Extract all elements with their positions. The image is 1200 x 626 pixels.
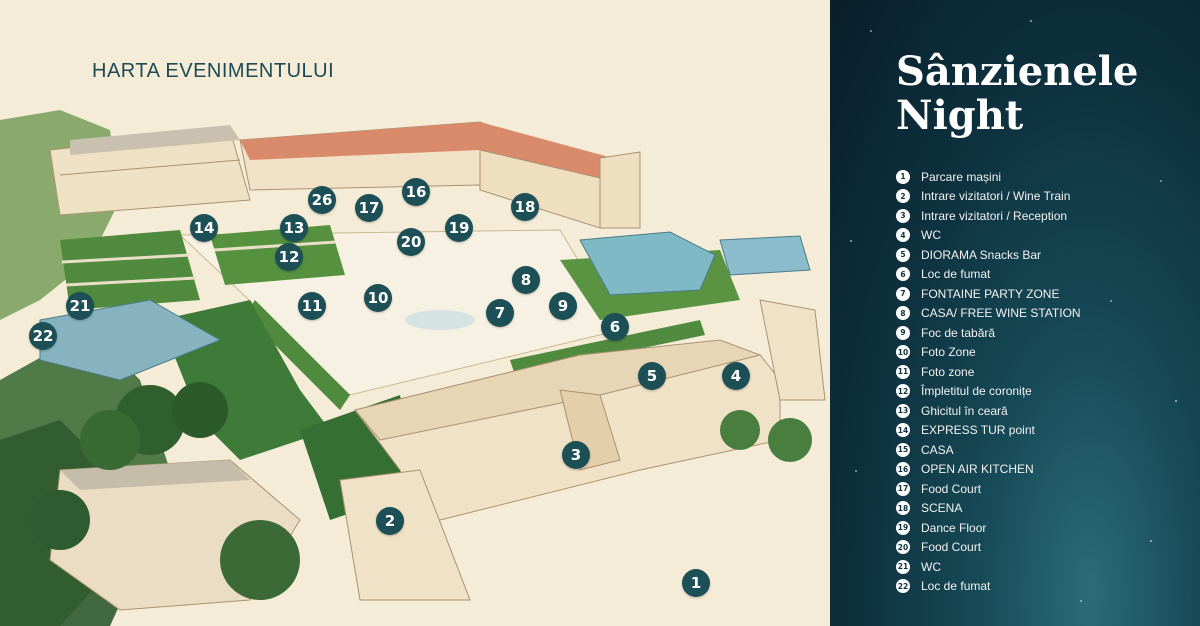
map-marker-17[interactable]: 17 — [355, 194, 383, 222]
event-title: Sânzienele Night — [896, 50, 1138, 138]
legend-number-badge: 13 — [896, 403, 910, 418]
legend-label: Foto Zone — [921, 345, 976, 360]
legend-item: 18 SCENA — [896, 499, 1081, 519]
legend-item: 8 CASA/ FREE WINE STATION — [896, 304, 1081, 324]
legend-number-badge: 9 — [896, 325, 910, 340]
legend-label: DIORAMA Snacks Bar — [921, 247, 1042, 262]
legend-item: 4 WC — [896, 226, 1081, 246]
legend-number-badge: 17 — [896, 481, 910, 496]
legend-number-badge: 16 — [896, 462, 910, 477]
legend-item: 22 Loc de fumat — [896, 577, 1081, 597]
legend-label: SCENA — [921, 501, 963, 516]
legend-number-badge: 18 — [896, 501, 910, 516]
map-title: HARTA EVENIMENTULUI — [92, 60, 335, 82]
legend-item: 3 Intrare vizitatori / Reception — [896, 206, 1081, 226]
legend-number-badge: 3 — [896, 208, 910, 223]
legend-item: 9 Foc de tabără — [896, 323, 1081, 343]
legend-label: Loc de fumat — [921, 579, 991, 594]
map-marker-1[interactable]: 1 — [682, 569, 710, 597]
legend-label: Împletitul de coronițe — [921, 384, 1032, 399]
legend-label: CASA — [921, 442, 954, 457]
map-marker-10[interactable]: 10 — [364, 284, 392, 312]
legend-number-badge: 21 — [896, 559, 910, 574]
legend-item: 15 CASA — [896, 440, 1081, 460]
legend-list: 1 Parcare mașini 2 Intrare vizitatori / Win… — [896, 167, 1081, 596]
legend-label: EXPRESS TUR point — [921, 423, 1035, 438]
legend-label: WC — [921, 559, 941, 574]
map-marker-14[interactable]: 14 — [190, 214, 218, 242]
legend-label: Loc de fumat — [921, 267, 991, 282]
legend-number-badge: 2 — [896, 189, 910, 204]
legend-number-badge: 22 — [896, 579, 910, 594]
event-title-line2: Night — [896, 92, 1024, 139]
map-marker-13[interactable]: 13 — [280, 214, 308, 242]
event-title-line1: Sânzienele — [896, 48, 1139, 95]
legend-number-badge: 12 — [896, 384, 910, 399]
map-marker-19[interactable]: 19 — [445, 214, 473, 242]
legend-label: Foto zone — [921, 364, 975, 379]
map-marker-2[interactable]: 2 — [376, 507, 404, 535]
map-marker-3[interactable]: 3 — [562, 441, 590, 469]
legend-number-badge: 8 — [896, 306, 910, 321]
legend-number-badge: 15 — [896, 442, 910, 457]
legend-number-badge: 5 — [896, 247, 910, 262]
legend-label: Food Court — [921, 540, 982, 555]
legend-item: 7 FONTAINE PARTY ZONE — [896, 284, 1081, 304]
legend-label: Intrare vizitatori / Reception — [921, 208, 1068, 223]
legend-item: 6 Loc de fumat — [896, 265, 1081, 285]
map-marker-5[interactable]: 5 — [638, 362, 666, 390]
legend-item: 10 Foto Zone — [896, 343, 1081, 363]
map-illustration — [0, 110, 826, 626]
legend-number-badge: 6 — [896, 267, 910, 282]
legend-label: Foc de tabără — [921, 325, 996, 340]
legend-label: Ghicitul în ceară — [921, 403, 1008, 418]
legend-number-badge: 11 — [896, 364, 910, 379]
legend-item: 16 OPEN AIR KITCHEN — [896, 460, 1081, 480]
legend-item: 5 DIORAMA Snacks Bar — [896, 245, 1081, 265]
map-marker-9[interactable]: 9 — [549, 292, 577, 320]
legend-number-badge: 10 — [896, 345, 910, 360]
legend-item: 11 Foto zone — [896, 362, 1081, 382]
map-marker-21[interactable]: 21 — [66, 292, 94, 320]
legend-number-badge: 4 — [896, 228, 910, 243]
map-marker-8[interactable]: 8 — [512, 266, 540, 294]
map-marker-18[interactable]: 18 — [511, 193, 539, 221]
legend-item: 20 Food Court — [896, 538, 1081, 558]
map-marker-16[interactable]: 16 — [402, 178, 430, 206]
legend-item: 17 Food Court — [896, 479, 1081, 499]
legend-number-badge: 19 — [896, 520, 910, 535]
map-marker-12[interactable]: 12 — [275, 243, 303, 271]
legend-item: 21 WC — [896, 557, 1081, 577]
legend-label: OPEN AIR KITCHEN — [921, 462, 1034, 477]
legend-number-badge: 14 — [896, 423, 910, 438]
legend-item: 2 Intrare vizitatori / Wine Train — [896, 187, 1081, 207]
legend-label: CASA/ FREE WINE STATION — [921, 306, 1081, 321]
legend-number-badge: 1 — [896, 169, 910, 184]
map-marker-20[interactable]: 20 — [397, 228, 425, 256]
event-map: HARTA EVENIMENTULUI 1 2 3 4 5 6 7 8 9 10… — [0, 60, 826, 626]
legend-label: FONTAINE PARTY ZONE — [921, 286, 1060, 301]
legend-item: 13 Ghicitul în ceară — [896, 401, 1081, 421]
legend-item: 12 Împletitul de coronițe — [896, 382, 1081, 402]
map-marker-26[interactable]: 26 — [308, 186, 336, 214]
legend-number-badge: 20 — [896, 540, 910, 555]
map-marker-4[interactable]: 4 — [722, 362, 750, 390]
legend-number-badge: 7 — [896, 286, 910, 301]
map-marker-11[interactable]: 11 — [298, 292, 326, 320]
map-marker-6[interactable]: 6 — [601, 313, 629, 341]
legend-item: 14 EXPRESS TUR point — [896, 421, 1081, 441]
map-marker-7[interactable]: 7 — [486, 299, 514, 327]
legend-item: 19 Dance Floor — [896, 518, 1081, 538]
legend-label: Intrare vizitatori / Wine Train — [921, 189, 1071, 204]
legend-item: 1 Parcare mașini — [896, 167, 1081, 187]
legend-label: Dance Floor — [921, 520, 987, 535]
legend-label: WC — [921, 228, 941, 243]
legend-label: Parcare mașini — [921, 169, 1002, 184]
map-marker-22[interactable]: 22 — [29, 322, 57, 350]
legend-label: Food Court — [921, 481, 982, 496]
